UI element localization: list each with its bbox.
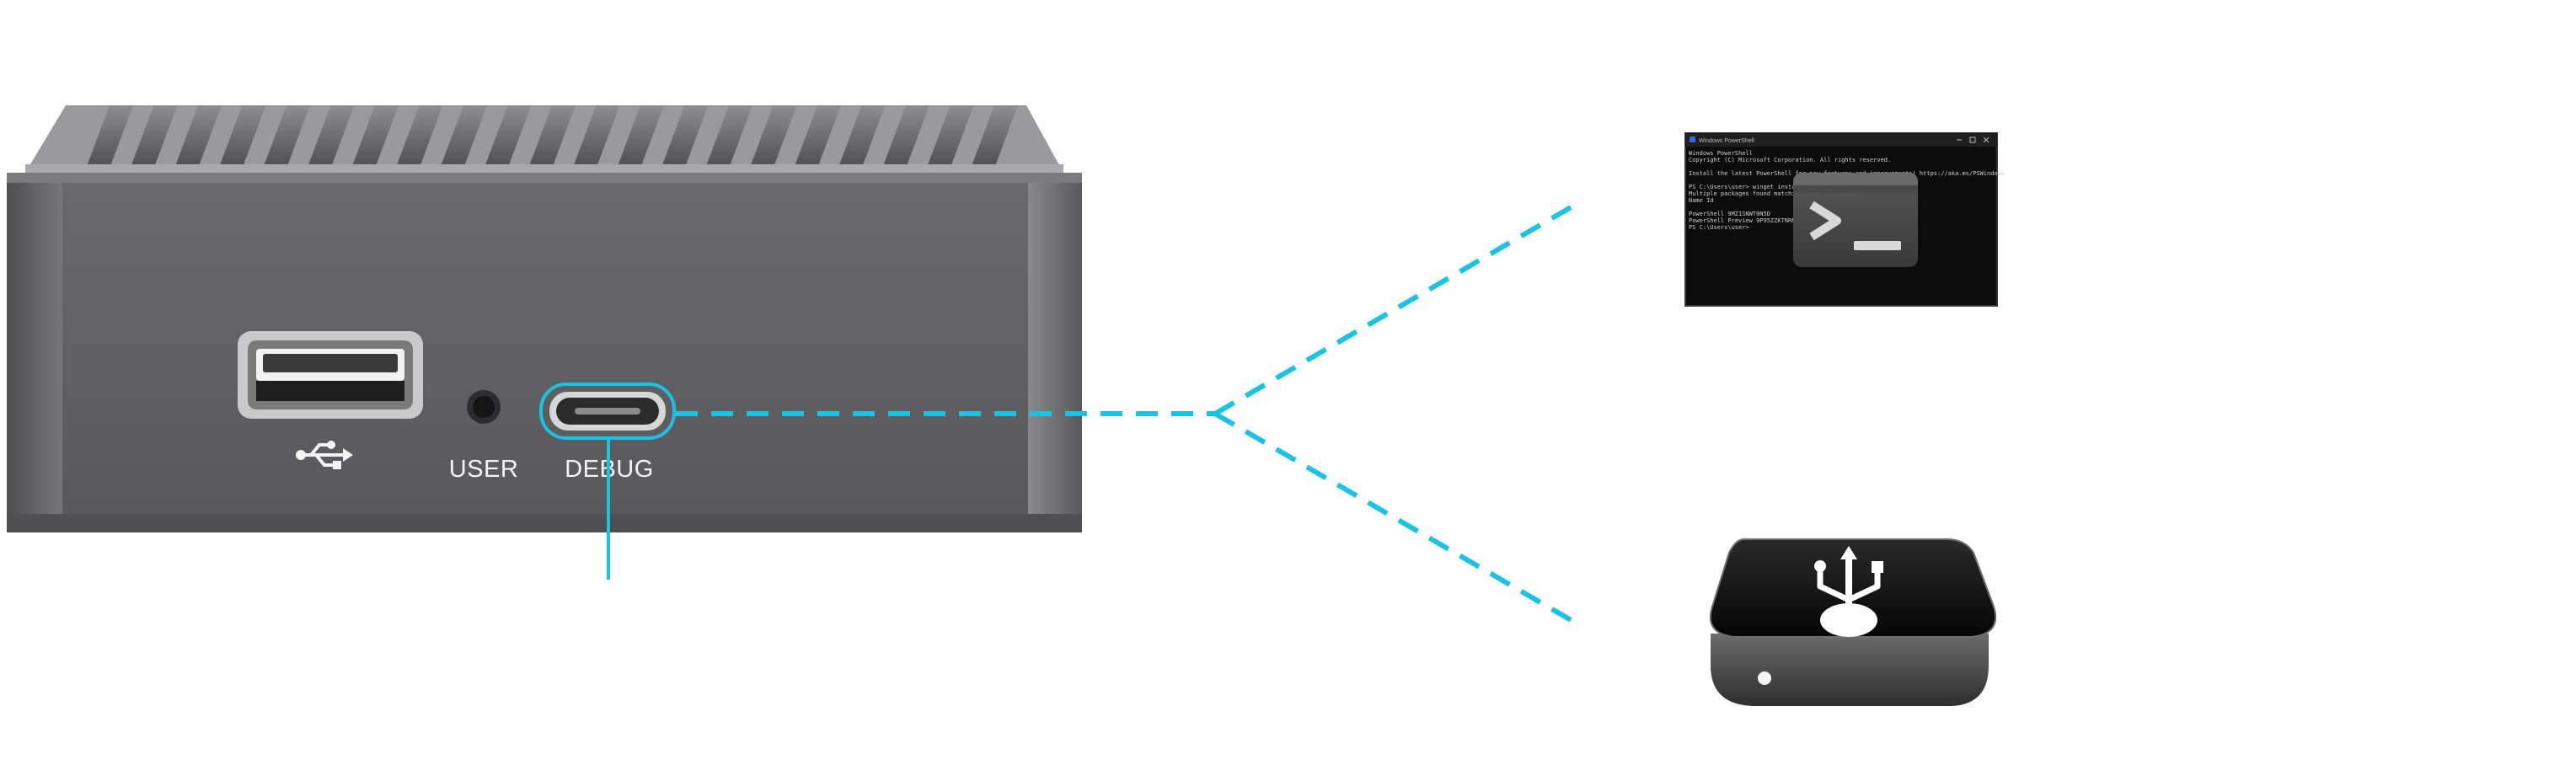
terminal-line: Multiple packages found matching input c… [1689,190,1859,197]
debug-usb-c-port [539,382,676,440]
mini-pc-device: USER DEBUG [7,105,1082,532]
heatsink-fin [704,105,752,173]
terminal-line: PowerShell 9MZ1SNWT0N5D [1689,211,1770,217]
heatsink-fins [25,105,1063,176]
heatsink-fin [438,105,487,173]
terminal-line: Copyright (C) Microsoft Corporation. All… [1689,157,1891,163]
heatsink-fin [792,105,841,173]
user-button [467,390,501,424]
terminal-line: PowerShell Preview 9P95ZZKTNRN4 [1689,217,1799,224]
heatsink-fin [570,105,620,173]
heatsink-fin [969,105,1018,173]
dashed-link-lower [1213,411,1584,629]
heatsink-fin [128,105,178,173]
device-faceplate [7,173,1082,532]
terminal-app-icon [1690,136,1695,142]
terminal-line: PS C:\Users\user> [1689,224,1749,231]
terminal-prompt-icon [1793,173,1918,267]
heatsink-fin [836,105,886,173]
heatsink-fin [615,105,664,173]
terminal-line: Windows PowerShell [1689,150,1753,157]
usb-symbol-icon [1814,546,1883,637]
heatsink-fin [261,105,310,173]
usb-a-port [238,331,423,419]
connection-lines [607,198,1584,629]
heatsink-fin [394,105,443,173]
heatsink-fin [173,105,222,173]
heatsink-fin [482,105,532,173]
status-led [1758,671,1771,685]
heatsink-fin [84,105,133,173]
terminal-window: Windows PowerShell Windows PowerShell Co… [1684,132,2005,307]
usb-device-box [1709,538,1997,706]
heatsink-fin [527,105,576,173]
heatsink-fin [305,105,355,173]
heatsink-fin [217,105,266,173]
heatsink-fin [881,105,929,173]
heatsink-fin [659,105,709,173]
terminal-title: Windows PowerShell [1699,138,1754,144]
terminal-line: PS C:\Users\user> winget install PowerSh… [1689,184,1841,190]
dashed-link-upper [1213,198,1584,416]
terminal-line: Name Id [1689,197,1714,204]
heatsink-fin [924,105,974,173]
usb-symbol-icon [296,441,353,469]
user-port-label: USER [449,456,519,483]
heatsink-fin [747,105,797,173]
terminal-window-controls [1957,136,1990,143]
heatsink-fin [350,105,399,173]
